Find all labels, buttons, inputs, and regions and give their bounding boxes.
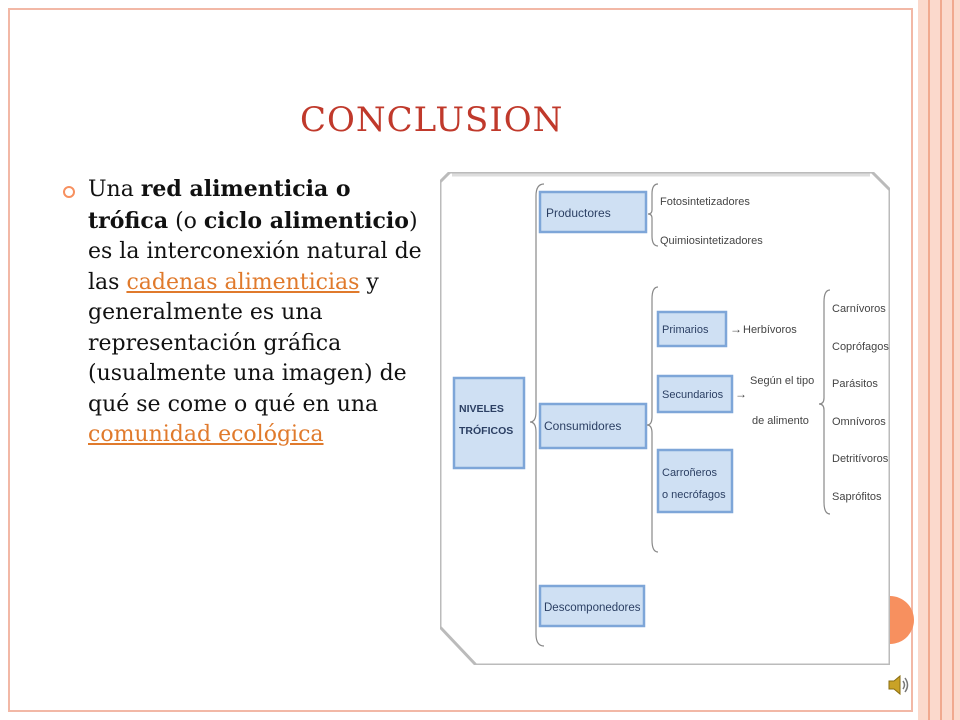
box-productores [538,190,648,234]
label-detritivoros: Detritívoros [832,453,889,465]
label-consumidores: Consumidores [544,419,621,433]
text-segment: Una [88,177,141,202]
bullet-icon [63,186,75,198]
text-segment: (o [168,208,204,234]
box-secundarios [656,374,734,414]
text-segment: y generalmente es una representación grá… [88,269,407,417]
link-comunidad-ecologica[interactable]: comunidad ecológica [88,422,324,447]
brace-productores [647,183,659,247]
bold-term-ciclo-alimenticio: ciclo alimenticio [203,207,409,234]
label-saprofitos: Saprófitos [832,491,882,503]
box-descomponedores [538,584,646,628]
slide-title: CONCLUSION [300,100,564,140]
text-segment: ) es la interconexión natural de las [88,208,422,295]
label-de-alimento: de alimento [752,415,809,427]
brace-consumidores [646,286,659,553]
label-carnivoros: Carnívoros [832,303,886,315]
box-consumidores [538,402,648,450]
speaker-icon[interactable] [886,672,912,698]
decorative-side-band [918,0,960,720]
link-cadenas-alimenticias[interactable]: cadenas alimenticias [126,269,360,295]
brace-main [529,183,545,647]
label-necrofagos: o necrófagos [662,489,726,501]
box-niveles-troficos [452,376,526,470]
label-secundarios: Secundarios [662,389,724,401]
box-primarios [656,310,728,348]
label-primarios: Primarios [662,324,709,336]
label-productores: Productores [546,206,611,220]
label-carroneros: Carroñeros [662,467,718,479]
label-omnivoros: Omnívoros [832,416,886,428]
label-segun-tipo: Según el tipo [750,375,814,387]
diagram-card [440,172,890,665]
bold-term-red-alimenticia: red alimenticia o trófica [88,176,351,234]
brace-tipos [818,289,831,515]
label-parasitos: Parásitos [832,378,878,390]
slide-frame [8,8,913,712]
box-carroneros [656,448,734,514]
slide-paragraph: Una red alimenticia o trófica (o ciclo a… [88,174,428,451]
arrow-secundarios: → [735,387,747,401]
arrow-primarios: → [730,322,742,336]
label-coprofagos: Coprófagos [832,341,889,353]
label-quimiosintetizadores: Quimiosintetizadores [660,235,763,247]
label-fotosintetizadores: Fotosintetizadores [660,196,750,208]
label-descomponedores: Descomponedores [544,602,641,614]
label-herbivoros: Herbívoros [743,324,797,336]
